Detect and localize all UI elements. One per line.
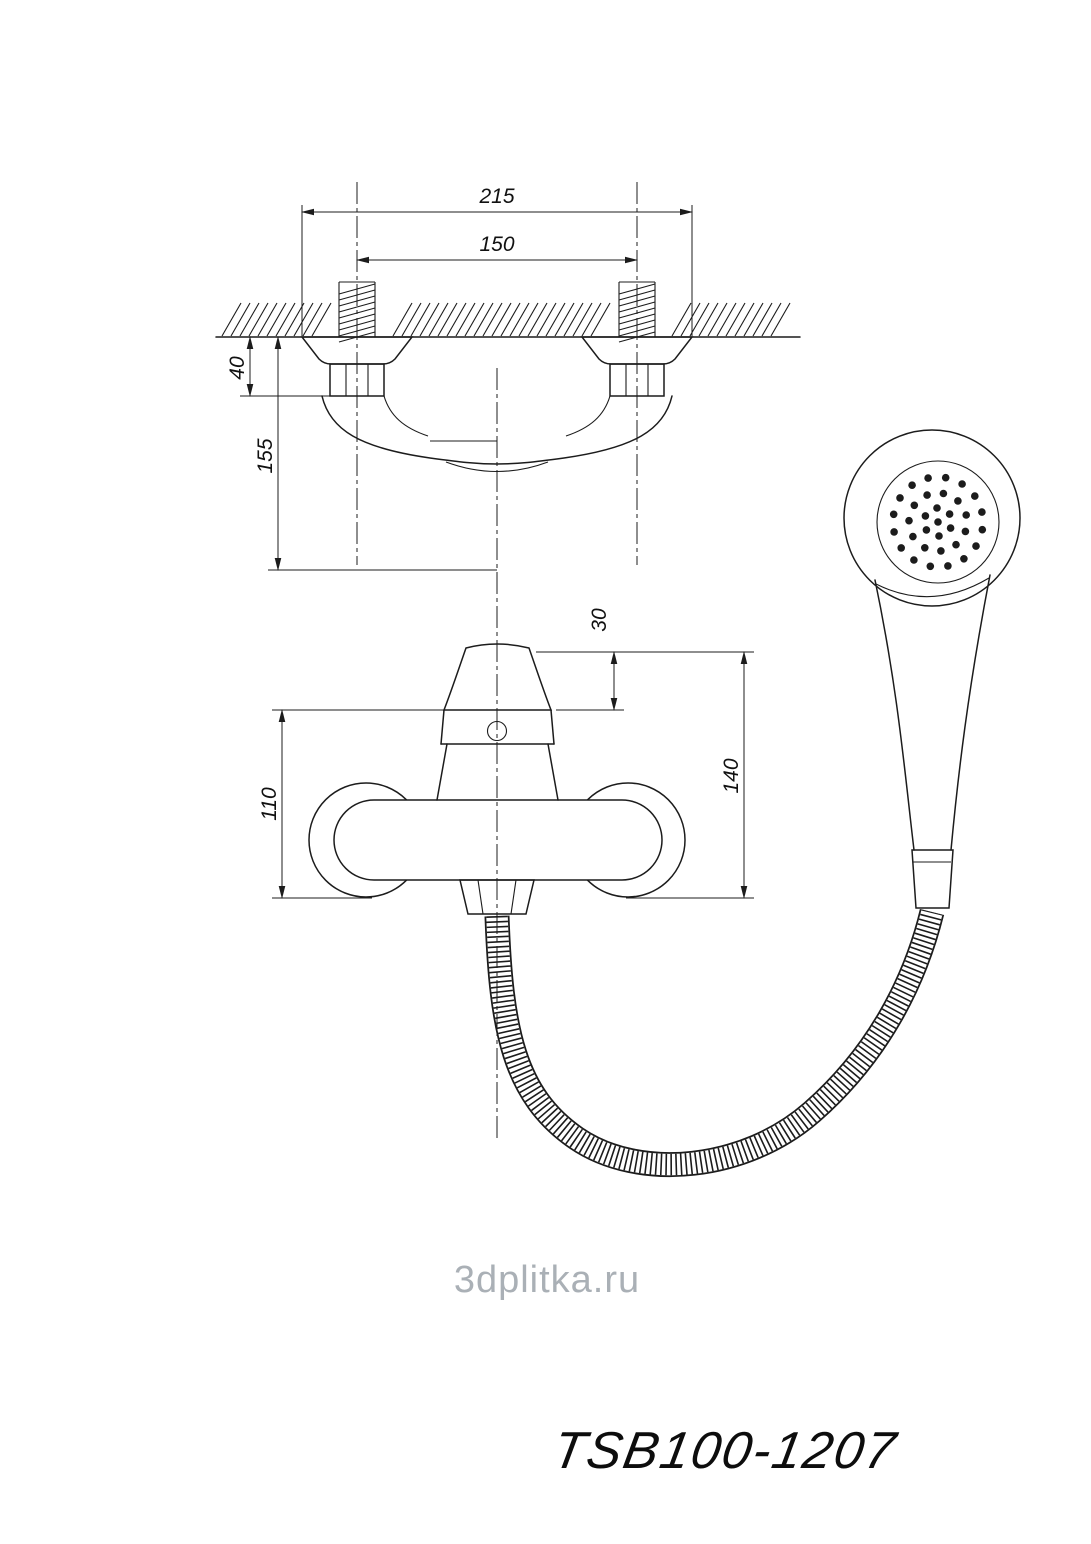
- wall-hatching: [221, 302, 791, 337]
- hose-hex-nut: [459, 879, 535, 915]
- handle-cone: [442, 643, 553, 711]
- shower-face-dots: [889, 473, 987, 571]
- model-number: TSB100-1207: [548, 1422, 901, 1480]
- dim-label-40: 40: [226, 356, 249, 380]
- shower-handle: [874, 574, 991, 851]
- dimension-110: 110: [258, 709, 444, 899]
- dimension-155: 155: [254, 336, 497, 571]
- dim-label-155: 155: [254, 438, 277, 473]
- hose-connector-band: [911, 849, 954, 909]
- dim-label-30: 30: [588, 608, 611, 632]
- hand-shower: [843, 429, 1021, 909]
- dimension-140: 140: [626, 651, 754, 899]
- dimension-40: 40: [226, 336, 330, 397]
- centerlines: [356, 182, 638, 1140]
- shower-face-plate: [876, 460, 1000, 584]
- shower-hose: [484, 909, 945, 1178]
- dim-label-150: 150: [479, 233, 514, 256]
- dim-label-110: 110: [258, 787, 281, 821]
- mixer-body-barrel: [333, 799, 663, 881]
- shower-head-outline: [843, 429, 1021, 607]
- dimension-215: 215: [301, 185, 693, 336]
- mixer-front-view: [308, 643, 686, 915]
- wall-section: [215, 281, 801, 472]
- dim-label-140: 140: [720, 758, 743, 793]
- dimension-30: 30: [536, 608, 754, 711]
- watermark-text: 3dplitka.ru: [454, 1259, 640, 1301]
- dim-label-215: 215: [478, 185, 514, 208]
- body-flare-left: [436, 743, 448, 801]
- hose-corrugation: [486, 909, 943, 1176]
- body-flare-right: [547, 743, 559, 801]
- dimension-150: 150: [356, 233, 638, 264]
- right-hex-nut: [609, 363, 665, 397]
